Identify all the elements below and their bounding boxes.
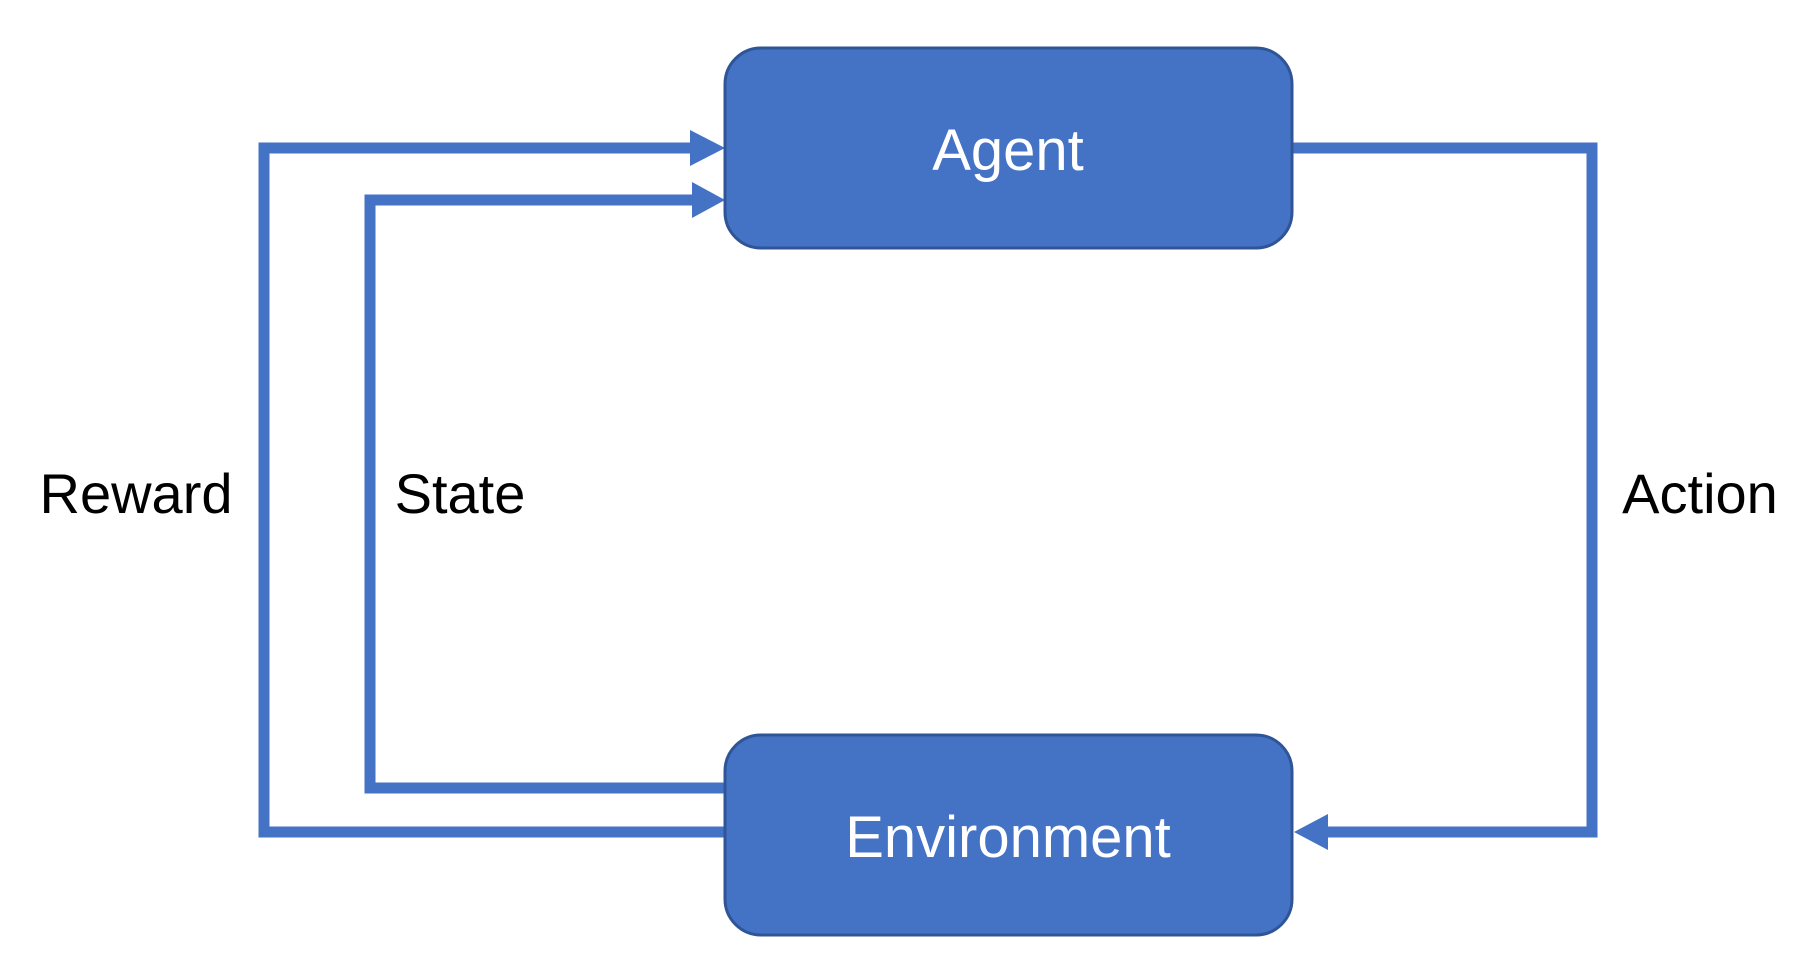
action-label: Action xyxy=(1622,462,1778,525)
reward-connector xyxy=(258,130,725,838)
environment-label: Environment xyxy=(845,805,1171,870)
agent-box xyxy=(723,46,1294,250)
environment-box xyxy=(723,733,1294,937)
action-line xyxy=(1292,142,1598,838)
agent-label: Agent xyxy=(932,118,1084,183)
agent-node: Agent xyxy=(723,46,1294,250)
reward-arrowhead xyxy=(690,130,725,166)
reward-line xyxy=(258,142,725,838)
state-line xyxy=(364,194,725,794)
state-arrowhead xyxy=(692,182,725,218)
action-arrowhead xyxy=(1294,814,1328,850)
state-label: State xyxy=(395,462,526,525)
action-connector xyxy=(1292,142,1598,850)
reward-label: Reward xyxy=(40,462,233,525)
environment-node: Environment xyxy=(723,733,1294,937)
state-connector xyxy=(364,182,725,794)
